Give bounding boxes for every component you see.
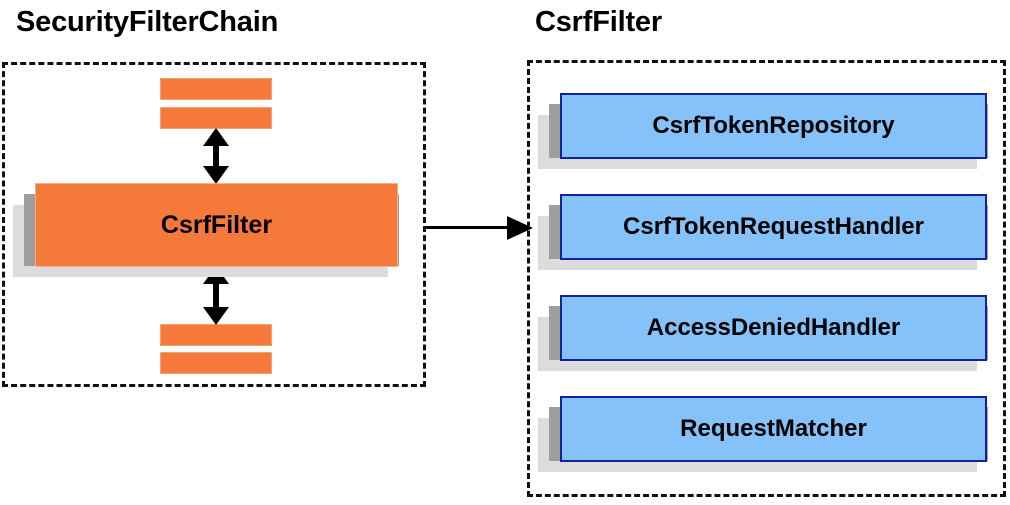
security-filter-chain-container bbox=[2, 62, 426, 387]
arrow-head-up-icon bbox=[203, 128, 229, 146]
connector-stem bbox=[426, 226, 512, 229]
filter-bar-top-2 bbox=[160, 107, 272, 129]
arrow-stem bbox=[213, 142, 219, 170]
left-panel-title: SecurityFilterChain bbox=[16, 6, 279, 38]
filter-bar-bottom-2 bbox=[160, 352, 272, 374]
node-csrf-token-request-handler-label: CsrfTokenRequestHandler bbox=[560, 194, 987, 260]
bidirectional-arrow-up-icon bbox=[203, 128, 229, 184]
connector-arrow-head-icon bbox=[507, 216, 533, 240]
filter-bar-bottom-1 bbox=[160, 324, 272, 346]
node-csrf-token-request-handler: CsrfTokenRequestHandler bbox=[538, 194, 988, 270]
node-access-denied-handler: AccessDeniedHandler bbox=[538, 295, 988, 371]
node-csrf-filter: CsrfFilter bbox=[13, 183, 399, 277]
panel-connector-arrow-icon bbox=[426, 216, 533, 240]
node-csrf-token-repository: CsrfTokenRepository bbox=[538, 93, 988, 169]
arrow-stem bbox=[213, 280, 219, 311]
filter-bar-top-1 bbox=[160, 78, 272, 100]
node-csrf-filter-label: CsrfFilter bbox=[35, 183, 398, 267]
node-request-matcher: RequestMatcher bbox=[538, 396, 988, 472]
csrf-filter-container bbox=[527, 60, 1006, 497]
arrow-head-down-icon bbox=[203, 166, 229, 184]
node-access-denied-handler-label: AccessDeniedHandler bbox=[560, 295, 987, 361]
arrow-head-down-icon bbox=[203, 307, 229, 325]
node-request-matcher-label: RequestMatcher bbox=[560, 396, 987, 462]
node-csrf-token-repository-label: CsrfTokenRepository bbox=[560, 93, 987, 159]
right-panel-title: CsrfFilter bbox=[535, 6, 662, 38]
